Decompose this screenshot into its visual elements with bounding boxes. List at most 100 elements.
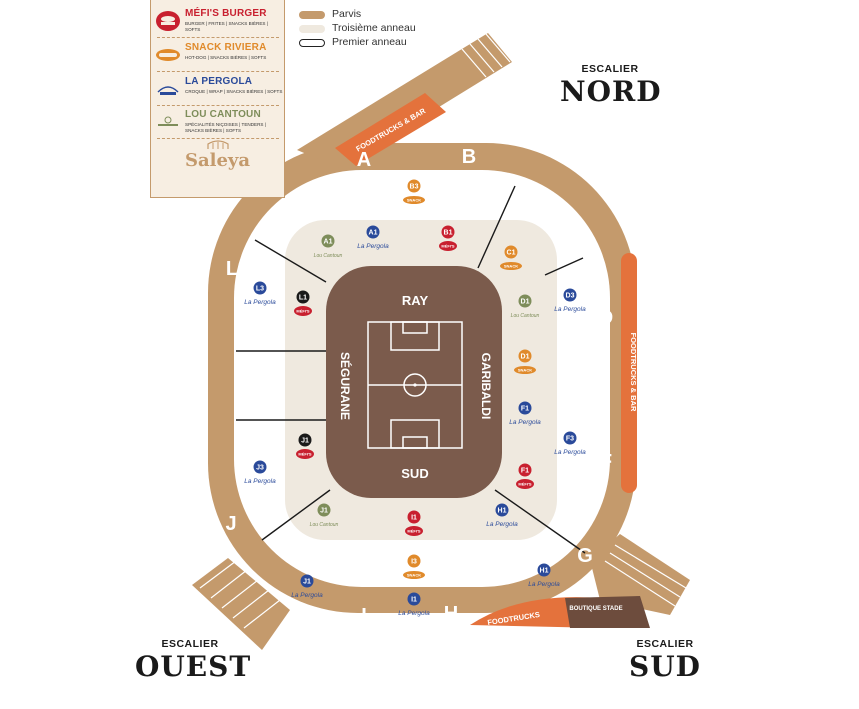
escalier-name: OUEST [135, 650, 252, 683]
gate-g[interactable]: G [577, 545, 593, 567]
kiosk-code: A1 [324, 239, 333, 246]
foodtruck-e-zone [621, 253, 637, 493]
foodtruck-nw-zone [335, 93, 446, 166]
snack-logo-icon [500, 262, 522, 270]
la-pergola-logo-text: La Pergola [554, 306, 586, 313]
stand-segurane: SÉGURANE [338, 352, 353, 420]
gate-j[interactable]: J [225, 513, 236, 535]
kiosk-badge [317, 503, 331, 517]
kiosk-code: I1 [411, 597, 417, 604]
kiosk-badge [518, 294, 532, 308]
snack-logo-icon [156, 49, 180, 61]
pitch-stands [326, 266, 502, 498]
legend-vendor-mefis: MÉFI'S BURGER BURGER | FRITES | SNACKS B… [155, 8, 283, 38]
map-key-label: Troisième anneau [332, 22, 416, 34]
lou-cantoun-logo-text: Lou Cantoun [314, 253, 343, 259]
snack-logo-text: SNACK [407, 198, 421, 203]
legend-separator [157, 71, 279, 72]
stand-garibaldi: GARIBALDI [479, 353, 493, 420]
kiosk-code: H1 [540, 568, 549, 575]
boutique-label: BOUTIQUE STADE [569, 606, 622, 612]
escalier-sud-label: ESCALIER SUD [620, 638, 710, 683]
lou-cantoun-logo-text: Lou Cantoun [511, 313, 540, 319]
kiosk-i1-pergola[interactable]: I1 La Pergola [398, 592, 430, 618]
snack-logo-icon [403, 571, 425, 579]
kiosk-a1-pergola[interactable]: A1 La Pergola [357, 225, 389, 251]
gate-b[interactable]: B [462, 146, 476, 168]
kiosk-badge [563, 431, 577, 445]
vendor-desc: CROQUE | WRAP | SNACKS BIÈRES | SOFTS [185, 89, 283, 94]
mefis-logo-text: MÉFI'S [407, 529, 421, 534]
gate-d[interactable]: D [599, 307, 613, 329]
kiosk-d3-pergola[interactable]: D3 La Pergola [554, 288, 586, 314]
snack-logo-text: SNACK [504, 264, 518, 269]
kiosk-code: A1 [369, 230, 378, 237]
gate-a[interactable]: A [357, 149, 371, 171]
mefis-logo-text: MÉFI'S [296, 309, 310, 314]
kiosk-badge [518, 349, 532, 363]
kiosk-code: F1 [521, 406, 529, 413]
legend-vendor-lou: LOU CANTOUN SPÉCIALITÉS NIÇOISES | TENDE… [155, 109, 283, 139]
kiosk-badge [253, 460, 267, 474]
snack-logo-icon [403, 196, 425, 204]
gate-l[interactable]: L [226, 258, 238, 280]
escalier-nord-label: ESCALIER NORD [560, 63, 661, 108]
vendor-name: MÉFI'S BURGER [185, 8, 267, 19]
mefis-burger-logo-icon [294, 306, 312, 316]
kiosk-badge [441, 225, 455, 239]
kiosk-code: D3 [566, 293, 575, 300]
kiosk-code: F1 [521, 468, 529, 475]
legend-separator [157, 138, 279, 139]
stand-sud: SUD [401, 466, 428, 481]
kiosk-badge [296, 290, 310, 304]
first-ring-swatch [299, 39, 325, 47]
vendor-name: SNACK RIVIERA [185, 42, 267, 53]
kiosk-f3-pergola[interactable]: F3 La Pergola [554, 431, 586, 457]
gate-h[interactable]: H [444, 603, 458, 625]
gate-i[interactable]: I [361, 605, 367, 627]
parvis-swatch [299, 11, 325, 19]
stair-nord-steps [461, 33, 511, 78]
la-pergola-logo-text: La Pergola [554, 449, 586, 456]
snack-logo-text: SNACK [407, 573, 421, 578]
kiosk-code: H1 [498, 508, 507, 515]
market-stall-icon [207, 140, 229, 149]
kiosk-code: B3 [410, 184, 419, 191]
pitch-center-spot [413, 383, 417, 387]
escalier-ouest-label: ESCALIER OUEST [135, 638, 252, 683]
legend-vendor-snack: SNACK RIVIERA HOT-DOG | SNACKS BIÈRES | … [155, 42, 283, 72]
vendor-desc: BURGER | FRITES | SNACKS BIÈRES | SOFTS [185, 21, 268, 32]
la-pergola-logo-text: La Pergola [357, 243, 389, 250]
la-pergola-logo-text: La Pergola [398, 610, 430, 617]
mefis-burger-logo-icon [405, 526, 423, 536]
kiosk-code: C1 [507, 250, 516, 257]
vendor-legend-card: MÉFI'S BURGER BURGER | FRITES | SNACKS B… [150, 0, 285, 198]
mefis-burger-logo-icon [439, 241, 457, 251]
kiosk-badge [504, 245, 518, 259]
la-pergola-logo-text: La Pergola [244, 478, 276, 485]
escalier-top: ESCALIER [581, 63, 639, 75]
gate-f[interactable]: F [600, 451, 612, 473]
kiosk-code: F3 [566, 436, 574, 443]
mefis-burger-logo-icon [296, 449, 314, 459]
